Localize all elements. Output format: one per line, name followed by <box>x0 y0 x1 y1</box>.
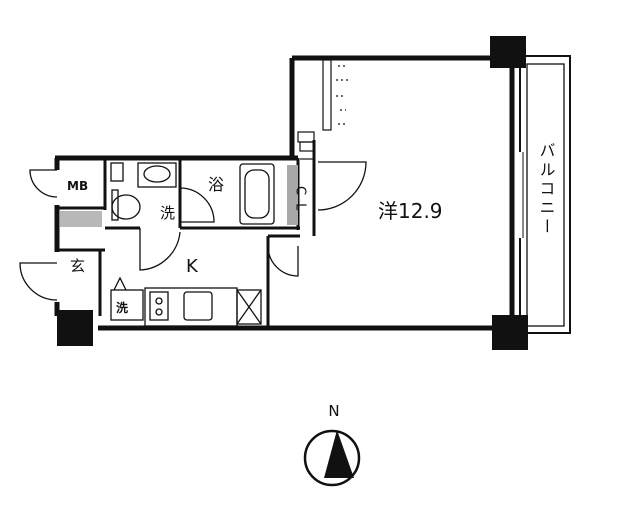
room-label-closet: CL <box>293 186 308 218</box>
compass: N <box>303 402 361 487</box>
fixtures <box>110 162 275 327</box>
interior-walls <box>57 140 316 328</box>
closet-shelves <box>297 59 348 160</box>
room-label-kitchen: K <box>186 256 199 277</box>
structural-columns <box>57 36 528 350</box>
room-label-entrance: 玄 <box>70 257 85 275</box>
room-label-bath: 浴 <box>208 175 224 194</box>
compass-needle <box>324 430 354 478</box>
doors <box>19 161 367 301</box>
compass-north-label: N <box>328 402 339 420</box>
room-label-washroom: 洗 <box>160 204 175 222</box>
room-label-meter-box: MB <box>67 179 88 193</box>
room-label-washer: 洗 <box>116 300 128 315</box>
outer-walls <box>54 55 515 331</box>
hatched-zones <box>60 165 298 227</box>
room-label-western: 洋12.9 <box>378 199 443 223</box>
room-label-balcony: バルコニー <box>537 142 556 237</box>
balcony <box>518 55 571 334</box>
